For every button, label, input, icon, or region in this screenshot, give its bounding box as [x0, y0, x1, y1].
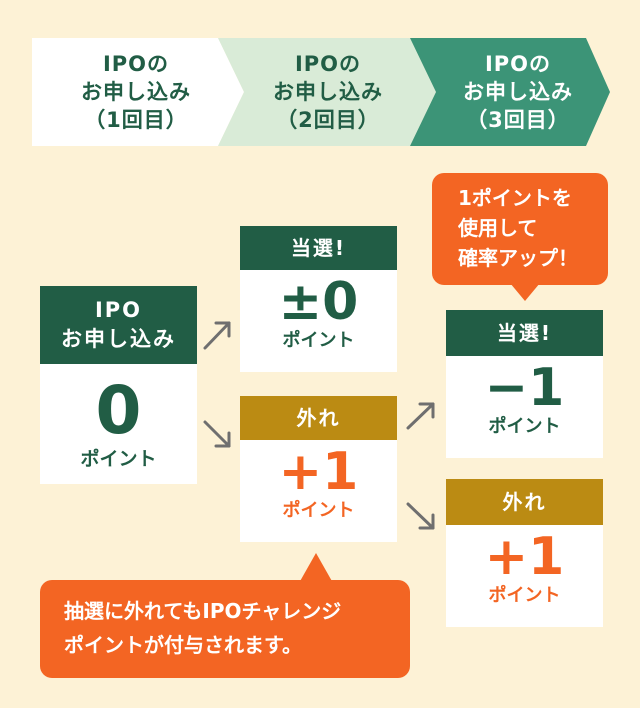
callout-top-line3: 確率アップ！ — [458, 246, 578, 270]
step-3-line1: IPOの — [484, 52, 552, 76]
step-1-shape — [32, 38, 244, 146]
start-unit: ポイント — [80, 448, 157, 470]
start-box: IPO お申し込み 0 ポイント — [40, 286, 197, 484]
round3-win-box: 当選! −1 ポイント — [446, 310, 603, 458]
start-header: IPO お申し込み — [40, 286, 197, 364]
callout-top-line1: 1ポイントを — [458, 186, 572, 210]
callout-bottom-pointer — [299, 553, 333, 583]
round2-win-value: ±0 — [278, 272, 359, 332]
round3-lose-box: 外れ +1 ポイント — [446, 479, 603, 627]
step-2-line3: （2回目） — [276, 108, 380, 132]
step-2-label: IPOの お申し込み （2回目） — [238, 50, 418, 134]
step-2-shape — [218, 38, 436, 146]
step-3-line2: お申し込み — [463, 80, 573, 104]
round2-win-header: 当選! — [240, 226, 397, 270]
round3-win-value: −1 — [484, 358, 565, 418]
round2-lose-header: 外れ — [240, 396, 397, 440]
step-1-line2: お申し込み — [81, 80, 191, 104]
step-progress: IPOの お申し込み （1回目） IPOの お申し込み （2回目） IPOの お… — [32, 38, 610, 146]
step-2-line1: IPOの — [294, 52, 362, 76]
step-1-line1: IPOの — [102, 52, 170, 76]
start-title-2: お申し込み — [61, 327, 176, 351]
step-1-label: IPOの お申し込み （1回目） — [46, 50, 226, 134]
round2-lose-value: +1 — [278, 442, 359, 502]
step-3-line3: （3回目） — [466, 108, 570, 132]
round3-win-header: 当選! — [446, 310, 603, 356]
round2-lose-unit: ポイント — [282, 500, 355, 521]
arrow-up-right-icon — [203, 321, 231, 350]
start-title-1: IPO — [94, 298, 143, 322]
callout-top-line2: 使用して — [458, 216, 538, 240]
step-3-label: IPOの お申し込み （3回目） — [428, 50, 608, 134]
step-3-shape — [410, 38, 610, 146]
callout-bottom-line1: 抽選に外れてもIPOチャレンジ — [64, 599, 342, 623]
step-arrows-graphic — [32, 38, 610, 146]
round3-lose-unit: ポイント — [488, 585, 561, 606]
callout-bottom-line2: ポイントが付与されます。 — [64, 633, 302, 657]
arrow-up-right-icon — [406, 402, 435, 430]
callout-top: 1ポイントを 使用して 確率アップ！ — [432, 173, 608, 285]
round3-lose-header: 外れ — [446, 479, 603, 525]
step-1-line3: （1回目） — [84, 108, 188, 132]
callout-top-pointer — [510, 283, 540, 301]
arrow-down-right-icon — [406, 502, 435, 530]
round3-win-unit: ポイント — [488, 416, 561, 437]
callout-bottom: 抽選に外れてもIPOチャレンジ ポイントが付与されます。 — [40, 580, 410, 678]
round2-win-box: 当選! ±0 ポイント — [240, 226, 397, 372]
round2-lose-box: 外れ +1 ポイント — [240, 396, 397, 542]
round2-win-unit: ポイント — [282, 330, 355, 351]
round3-lose-value: +1 — [484, 527, 565, 587]
arrow-down-right-icon — [203, 420, 231, 448]
step-2-line2: お申し込み — [273, 80, 383, 104]
start-value: 0 — [95, 372, 142, 449]
